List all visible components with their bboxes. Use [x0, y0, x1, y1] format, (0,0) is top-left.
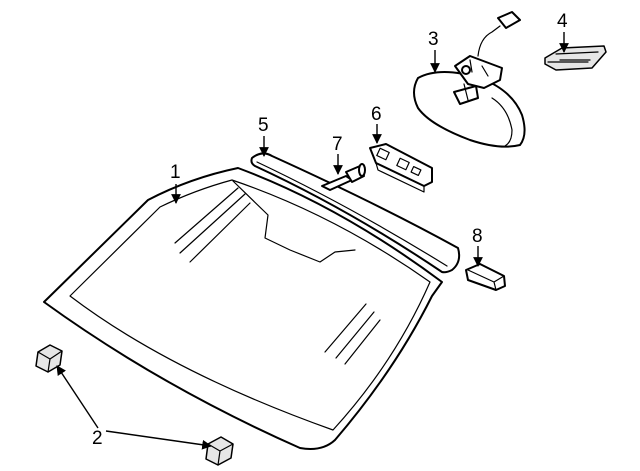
- callout-3: 3: [428, 29, 439, 50]
- moulding-stopper-part: [465, 263, 506, 291]
- callout-5: 5: [258, 115, 269, 136]
- windshield-moulding-part: [250, 152, 461, 274]
- callout-1: 1: [170, 162, 181, 183]
- callout-7: 7: [332, 134, 343, 155]
- callout-4: 4: [557, 11, 568, 32]
- leader-lines: [56, 32, 569, 450]
- mirror-bracket-part: [369, 143, 433, 193]
- callout-8: 8: [472, 226, 483, 247]
- mirror-cover-part: [544, 45, 607, 71]
- windshield-part: [43, 167, 443, 450]
- callout-2: 2: [92, 428, 103, 449]
- callout-6: 6: [371, 104, 382, 125]
- retainer-clip-part: [321, 163, 366, 191]
- rearview-mirror-part: [413, 11, 526, 148]
- windshield-spacer-part: [35, 344, 234, 466]
